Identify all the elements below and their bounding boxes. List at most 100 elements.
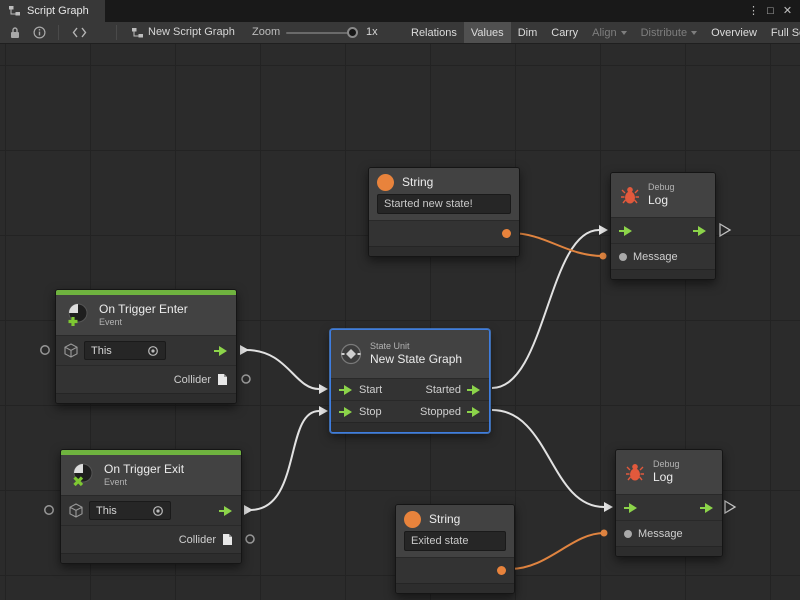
- graph-name-breadcrumb[interactable]: New Script Graph: [148, 26, 235, 38]
- node-category: State Unit: [370, 341, 410, 351]
- port-label: Started: [425, 383, 461, 396]
- wire-stopped-to-log: [491, 409, 605, 508]
- unconnected-port: [44, 505, 54, 515]
- string-icon: [377, 173, 394, 191]
- graph-canvas[interactable]: String Debug Log: [0, 44, 800, 600]
- node-state-unit[interactable]: State Unit New State Graph Start Started…: [330, 329, 490, 433]
- toolbar-buttons: Relations Values Dim Carry Align Distrib…: [404, 22, 800, 43]
- code-icon[interactable]: [72, 22, 87, 43]
- carry-button[interactable]: Carry: [544, 22, 585, 43]
- zoom-slider-track[interactable]: [286, 32, 356, 34]
- close-icon[interactable]: ✕: [782, 5, 793, 17]
- stopped-out-port[interactable]: [467, 406, 481, 417]
- dim-button[interactable]: Dim: [511, 22, 545, 43]
- values-button[interactable]: Values: [463, 22, 511, 43]
- target-value: This: [91, 344, 112, 357]
- wire-string-to-message-top: [509, 232, 604, 257]
- node-title: Log: [648, 193, 669, 207]
- flow-out-port[interactable]: [219, 505, 233, 516]
- unconnected-flow-port: [724, 499, 737, 515]
- node-title: On Trigger Enter: [99, 302, 188, 316]
- node-title: On Trigger Exit: [104, 462, 185, 476]
- tab-script-graph[interactable]: Script Graph: [0, 0, 105, 22]
- bug-icon: [621, 187, 639, 204]
- node-string-bottom[interactable]: String: [395, 504, 515, 594]
- wire-cap: [604, 502, 613, 512]
- bug-icon: [626, 464, 644, 481]
- unconnected-port: [40, 345, 50, 355]
- graph-breadcrumb-icon: [131, 22, 144, 43]
- tab-title: Script Graph: [27, 5, 89, 17]
- target-picker-icon: [153, 505, 163, 516]
- message-input-port[interactable]: [619, 252, 627, 261]
- relations-button[interactable]: Relations: [404, 22, 464, 43]
- flow-out-port[interactable]: [214, 345, 228, 356]
- wire-cap: [244, 505, 253, 515]
- target-dropdown[interactable]: This: [89, 501, 171, 520]
- zoom-value: 1x: [366, 26, 378, 38]
- node-string-top[interactable]: String: [368, 167, 520, 257]
- on-trigger-enter-icon: [68, 303, 88, 326]
- node-debug-log-top[interactable]: Debug Log Message: [610, 172, 716, 280]
- node-footer: [616, 546, 722, 556]
- event-accent-bar: [56, 290, 236, 295]
- node-title: String: [429, 511, 461, 526]
- overview-button[interactable]: Overview: [704, 22, 764, 43]
- node-category: Debug: [653, 459, 680, 469]
- zoom-label: Zoom: [252, 26, 281, 38]
- event-accent-bar: [61, 450, 241, 455]
- string-value-input[interactable]: [404, 531, 506, 551]
- wire-exit-to-stop: [249, 410, 320, 511]
- target-picker-icon: [148, 345, 158, 356]
- graph-toolbar: New Script Graph Zoom 1x Relations Value…: [0, 22, 800, 44]
- chevron-down-icon: [691, 30, 698, 35]
- message-input-port[interactable]: [624, 529, 632, 538]
- node-on-trigger-enter[interactable]: On Trigger Enter Event This: [55, 289, 237, 404]
- wire-cap: [599, 252, 607, 260]
- unconnected-port: [245, 534, 255, 544]
- lock-icon[interactable]: [9, 22, 21, 43]
- unconnected-port: [241, 374, 251, 384]
- port-label: Message: [633, 250, 678, 263]
- target-dropdown[interactable]: This: [84, 341, 166, 360]
- align-dropdown[interactable]: Align: [585, 22, 633, 43]
- flow-in-port[interactable]: [619, 225, 633, 236]
- string-value-input[interactable]: [377, 194, 511, 214]
- script-graph-icon: [9, 6, 20, 16]
- start-in-port[interactable]: [339, 384, 353, 395]
- node-title: String: [402, 174, 434, 189]
- started-out-port[interactable]: [467, 384, 481, 395]
- zoom-slider-knob[interactable]: [347, 27, 358, 38]
- toolbar-separator: [116, 25, 117, 40]
- unconnected-flow-port: [719, 222, 732, 238]
- port-label: Collider: [178, 533, 216, 546]
- distribute-dropdown[interactable]: Distribute: [634, 22, 704, 43]
- chevron-down-icon: [620, 30, 627, 35]
- flow-out-port[interactable]: [700, 502, 714, 513]
- node-category: Debug: [648, 182, 675, 192]
- window-menu-icon[interactable]: ⋮: [748, 5, 759, 17]
- maximize-icon[interactable]: □: [767, 5, 774, 17]
- node-title: Log: [653, 470, 674, 484]
- cube-icon: [64, 343, 78, 358]
- node-debug-log-bottom[interactable]: Debug Log Message: [615, 449, 723, 557]
- node-on-trigger-exit[interactable]: On Trigger Exit Event This: [60, 449, 242, 564]
- toolbar-separator: [58, 25, 59, 40]
- node-footer: [611, 269, 715, 279]
- wire-cap: [599, 225, 608, 235]
- node-footer: [56, 393, 236, 403]
- port-label: Stopped: [420, 405, 461, 418]
- flow-out-port[interactable]: [693, 225, 707, 236]
- wire-string-to-message-bottom: [509, 532, 605, 570]
- flow-in-port[interactable]: [624, 502, 638, 513]
- node-subtitle: Event: [104, 477, 128, 487]
- port-label: Start: [359, 383, 383, 396]
- target-value: This: [96, 504, 117, 517]
- string-output-port[interactable]: [497, 566, 506, 575]
- string-output-port[interactable]: [502, 229, 511, 238]
- fullscreen-button[interactable]: Full Screen: [764, 22, 800, 43]
- info-icon[interactable]: [33, 22, 46, 43]
- stop-in-port[interactable]: [339, 406, 353, 417]
- node-footer: [396, 583, 514, 593]
